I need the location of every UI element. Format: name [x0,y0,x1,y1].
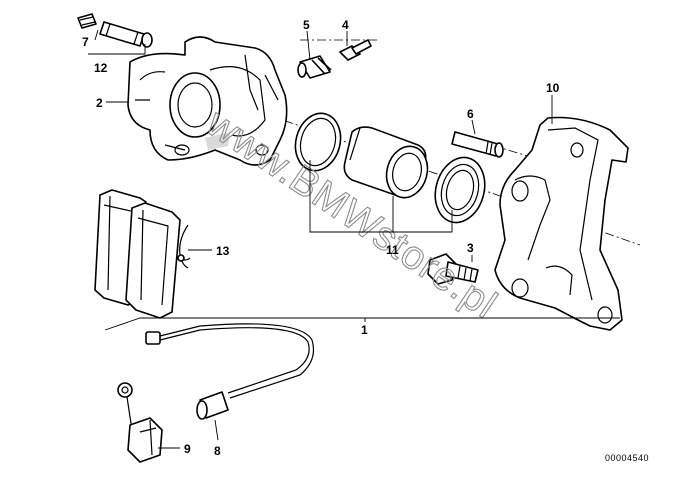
part-11-seal-ring [294,112,342,172]
callout-11: 11 [386,243,399,257]
part-13-anti-rattle-spring [175,224,191,269]
callout-10: 10 [546,81,560,95]
part-1-wear-sensor [145,323,315,420]
callout-4: 4 [342,18,349,32]
part-7-bleed-screw [77,13,97,29]
part-10-caliper-carrier [494,116,629,331]
callout-1: 1 [361,323,368,337]
brake-pads [94,189,181,319]
callout-5: 5 [303,18,310,32]
part-4-bleed-nipple [339,39,372,61]
part-11-piston [343,126,429,199]
callout-2: 2 [96,96,103,110]
callout-13: 13 [216,244,230,258]
callout-3: 3 [467,241,474,255]
callout-6: 6 [467,107,474,121]
callout-7: 7 [82,35,89,49]
part-12-bleed-valve [99,21,153,48]
callout-leaders [88,29,620,449]
part-2-caliper-housing [127,36,288,166]
part-11-dust-boot [434,156,486,224]
part-3-bolt [427,253,479,285]
callout-12: 12 [94,61,108,75]
callout-8: 8 [214,444,221,458]
part-5-guide-pin [297,55,332,79]
part-9-sensor-clip [117,382,163,463]
callout-9: 9 [184,442,191,456]
part-6-guide-bolt [451,131,504,158]
document-number: 00004540 [605,453,649,463]
